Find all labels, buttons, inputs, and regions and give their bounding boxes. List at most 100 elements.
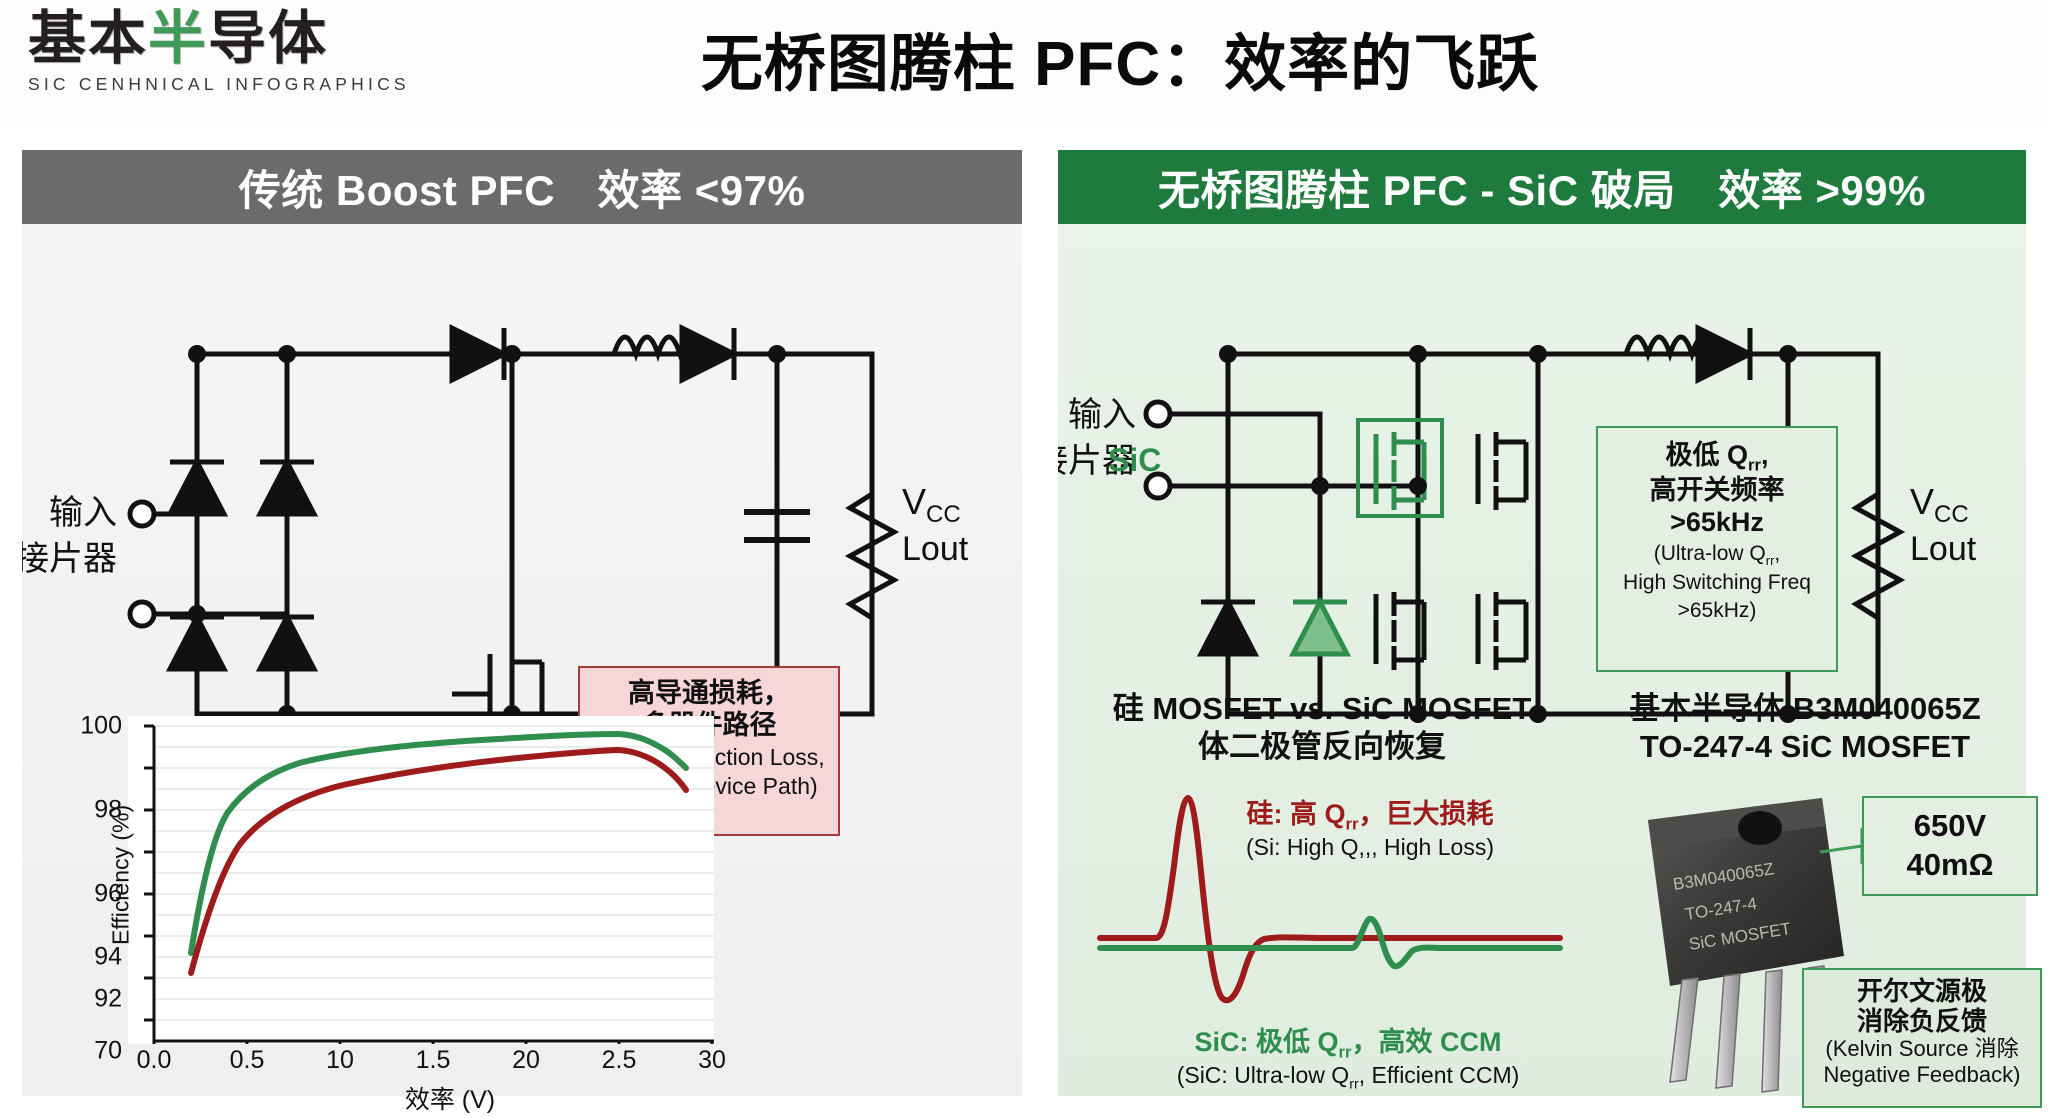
si-caption-cn: 硅: 高 Qrr，巨大损耗 xyxy=(1246,799,1494,834)
slow-leg-diode-sic xyxy=(1288,596,1352,657)
right-vcc-label: VCC xyxy=(1910,481,1969,528)
spec-rdson: 40mΩ xyxy=(1906,847,1994,882)
ytick-100: 100 xyxy=(80,711,122,740)
chart-series-sic xyxy=(188,730,689,956)
xtick-1: 0.5 xyxy=(229,1046,265,1074)
output-capacitor xyxy=(744,509,810,543)
chart-series-si xyxy=(188,746,689,976)
kelvin-cn-line2: 消除负反馈 xyxy=(1856,1006,1987,1037)
sic-caption-en: (SiC: Ultra-low Qrr, Efficient CCM) xyxy=(1176,1062,1520,1094)
waveform-si-trace xyxy=(1097,795,1563,1004)
right-input-label-line1: 输入 xyxy=(1068,396,1136,434)
spec-voltage: 650V xyxy=(1913,808,1987,844)
kelvin-cn-line1: 开尔文源极 xyxy=(1856,976,1987,1006)
product-heading-line2: TO-247-4 SiC MOSFET xyxy=(1639,728,1971,764)
package-body xyxy=(1648,798,1844,986)
xtick-6: 30 xyxy=(698,1046,726,1074)
qrr-en-line2: High Switching Freq xyxy=(1623,571,1811,595)
waveform-heading-line2: 体二极管反向恢复 xyxy=(1198,728,1446,764)
chart-x-axis-label: 效率 (V) xyxy=(404,1086,496,1114)
waveform-sic-trace xyxy=(1097,915,1563,970)
left-vcc-label: VCC xyxy=(902,481,961,528)
page-title: 无桥图腾柱 PFC：效率的飞跃 xyxy=(700,30,1540,99)
junction-dots xyxy=(1219,345,1797,723)
boost-pfc-circuit-diagram: 输入 接片器 VCC Lout xyxy=(22,323,969,724)
sic-caption-cn: SiC: 极低 Qrr，高效 CCM xyxy=(1194,1027,1502,1062)
reverse-recovery-waveform xyxy=(1097,795,1563,1004)
xtick-0: 0.0 xyxy=(136,1046,172,1074)
waveform-heading: 硅 MOSFET vs. SiC MOSFET 体二极管反向恢复 xyxy=(1062,690,1582,766)
product-heading-line1: 基本半导体 B3M040065Z xyxy=(1629,691,1981,726)
logo-char-2: 本 xyxy=(88,6,149,71)
kelvin-en-line1: (Kelvin Source 消除 xyxy=(1825,1036,2019,1062)
qrr-cn-line2: 高开关频率 xyxy=(1649,475,1785,506)
qrr-en-line3: >65kHz) xyxy=(1677,599,1757,623)
load-resistor xyxy=(844,491,900,621)
kelvin-en-line2: Negative Feedback) xyxy=(1823,1061,2021,1087)
series-diode-1 xyxy=(449,323,510,385)
logo-char-4: 体 xyxy=(268,6,329,71)
xtick-3: 1.5 xyxy=(415,1046,451,1074)
kelvin-source-callout: 开尔文源极 消除负反馈 (Kelvin Source 消除 Negative F… xyxy=(1802,968,2042,1108)
waveform-heading-line1: 硅 MOSFET vs. SiC MOSFET xyxy=(1112,691,1532,726)
xtick-4: 20 xyxy=(512,1046,540,1074)
xtick-5: 2.5 xyxy=(601,1046,637,1074)
mounting-hole xyxy=(1738,811,1782,845)
right-panel-body: 输入 接片器 VCC Lout SiC 极低 Qrr, 高开关频率 >65kHz… xyxy=(1058,224,2026,1096)
qrr-en-line1: (Ultra-low Qrr, xyxy=(1653,541,1781,569)
ytick-98: 98 xyxy=(94,795,122,824)
input-terminals xyxy=(1143,399,1173,501)
connector-650v xyxy=(1819,844,1863,854)
xtick-2: 10 xyxy=(326,1046,354,1074)
ytick-70: 70 xyxy=(94,1036,122,1065)
chart-y-ticks xyxy=(144,724,154,1022)
si-caption-en: (Si: High Q,,, High Loss) xyxy=(1246,834,1494,861)
chart-x-tick-labels: 0.0 0.5 10 1.5 20 2.5 30 xyxy=(128,1046,778,1084)
qrr-callout: 极低 Qrr, 高开关频率 >65kHz (Ultra-low Qrr, Hig… xyxy=(1596,426,1838,672)
chart-axes xyxy=(152,726,714,1043)
product-heading: 基本半导体 B3M040065Z TO-247-4 SiC MOSFET xyxy=(1570,690,2040,766)
logo-char-green: 半 xyxy=(148,6,209,71)
chart-y-tick-labels: 100 98 96 94 92 70 xyxy=(80,712,186,1065)
sic-device-tag: SiC xyxy=(1108,442,1162,478)
loss-cn-line1: 高导通损耗， xyxy=(628,678,790,708)
logo-char-3: 导 xyxy=(208,6,269,71)
si-waveform-caption: 硅: 高 Qrr，巨大损耗 (Si: High Q,,, High Loss) xyxy=(1150,798,1590,862)
masthead: 基本半导体 SIC CENHNICAL INFOGRAPHICS 无桥图腾柱 P… xyxy=(0,0,2048,122)
ytick-94: 94 xyxy=(94,942,122,971)
sic-mosfet-high-side xyxy=(1356,418,1444,518)
right-input-label-line2: 接片器 xyxy=(1058,442,1136,480)
sic-waveform-caption: SiC: 极低 Qrr，高效 CCM (SiC: Ultra-low Qrr, … xyxy=(1078,1026,1618,1094)
qrr-cn-line3: >65kHz xyxy=(1670,506,1764,537)
load-resistor xyxy=(1850,491,1906,621)
spec-callout-650v: 650V 40mΩ xyxy=(1862,796,2038,896)
left-input-label-line2: 接片器 xyxy=(22,540,117,578)
right-lout-label: Lout xyxy=(1910,530,1977,568)
efficiency-chart xyxy=(128,716,714,1051)
mosfet-leg2-low xyxy=(1475,592,1529,670)
logo-char-1: 基 xyxy=(28,6,89,71)
slow-leg-diode-si xyxy=(1196,596,1260,657)
totem-pole-pfc-circuit-diagram: 输入 接片器 VCC Lout xyxy=(1058,323,1977,723)
ytick-92: 92 xyxy=(94,984,122,1013)
to-247-package-image: B3M040065Z TO-247-4 SiC MOSFET xyxy=(1648,798,1844,1095)
brand-logo: 基本半导体 SIC CENHNICAL INFOGRAPHICS xyxy=(28,10,410,110)
right-panel-header: 无桥图腾柱 PFC - SiC 破局 效率 >99% xyxy=(1058,150,2026,224)
input-terminals xyxy=(127,499,157,629)
chart-gridlines xyxy=(154,725,714,1021)
chart-y-axis-label: Efficiency (%) xyxy=(107,804,134,946)
brand-logo-chinese: 基本半导体 xyxy=(28,10,388,68)
bridge-diodes xyxy=(165,456,319,672)
left-panel-header: 传统 Boost PFC 效率 <97% xyxy=(22,150,1022,224)
ytick-96: 96 xyxy=(94,879,122,908)
qrr-cn-line1: 极低 Qrr, xyxy=(1665,440,1769,475)
package-tab xyxy=(1648,798,1826,848)
efficiency-chart-svg xyxy=(144,724,714,1051)
right-panel: 无桥图腾柱 PFC - SiC 破局 效率 >99% xyxy=(1058,150,2026,1096)
inductor xyxy=(611,334,705,363)
mosfet-leg2-high xyxy=(1475,432,1529,510)
inductor xyxy=(1623,334,1717,363)
brand-logo-tagline: SIC CENHNICAL INFOGRAPHICS xyxy=(28,74,410,94)
left-lout-label: Lout xyxy=(902,530,969,568)
